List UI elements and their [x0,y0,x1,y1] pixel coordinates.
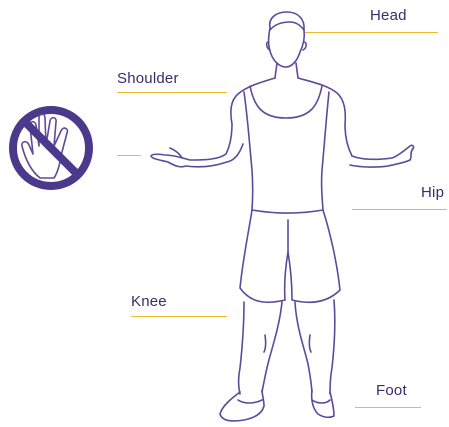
left-arm-outline [151,78,275,167]
no-hand-icon [13,110,89,186]
shorts-outline [240,210,340,302]
left-foot-outline [220,390,264,421]
person-figure [151,12,413,421]
left-leg-outline [239,302,245,394]
right-arm-outline [298,78,413,167]
head-outline [269,12,305,67]
tank-top-outline [250,86,322,118]
